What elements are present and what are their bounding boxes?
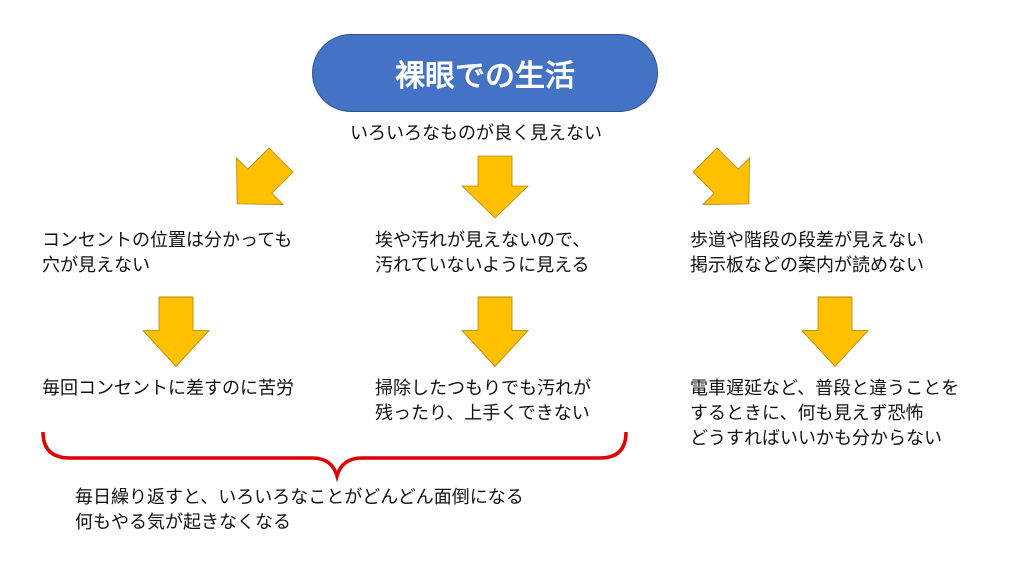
problem-1: コンセントの位置は分かっても穴が見えない: [42, 228, 292, 278]
text-line: 穴が見えない: [42, 255, 150, 276]
text-line: 毎日繰り返すと、いろいろなことがどんどん面倒になる: [75, 487, 524, 508]
arrow-down-right-icon: [681, 136, 773, 228]
problem-2: 埃や汚れが見えないので、汚れていないように見える: [375, 228, 590, 278]
text-line: コンセントの位置は分かっても: [42, 230, 293, 251]
text-line: するときに、何も見えず恐怖: [690, 403, 924, 424]
arrow-down-icon: [461, 155, 529, 219]
arrow-down-icon: [801, 296, 869, 367]
text-line: 汚れていないように見える: [375, 255, 590, 276]
text-line: 掲示板などの案内が読めない: [690, 255, 924, 276]
arrow-down-icon: [461, 296, 529, 367]
text-line: 埃や汚れが見えないので、: [375, 230, 591, 251]
text-line: 掃除したつもりでも汚れが: [375, 378, 591, 399]
arrow-down-icon: [142, 296, 210, 367]
text-line: 残ったり、上手くできない: [375, 403, 590, 424]
text-line: 何もやる気が起きなくなる: [75, 512, 291, 533]
arrow-down-left-icon: [213, 136, 305, 228]
title-pill: 裸眼での生活: [312, 34, 658, 112]
summary: 毎日繰り返すと、いろいろなことがどんどん面倒になる何もやる気が起きなくなる: [75, 485, 524, 535]
result-3: 電車遅延など、普段と違うことをするときに、何も見えず恐怖どうすればいいかも分から…: [690, 376, 959, 451]
result-2: 掃除したつもりでも汚れが残ったり、上手くできない: [375, 376, 591, 426]
text-line: 毎回コンセントに差すのに苦労: [42, 378, 294, 399]
result-1: 毎回コンセントに差すのに苦労: [42, 376, 294, 401]
subtitle: いろいろなものが良く見えない: [350, 123, 602, 144]
text-line: 歩道や階段の段差が見えない: [690, 230, 924, 251]
curly-bracket: [41, 431, 628, 483]
text-line: 電車遅延など、普段と違うことを: [690, 378, 960, 399]
text-line: どうすればいいかも分からない: [690, 428, 942, 449]
problem-3: 歩道や階段の段差が見えない掲示板などの案内が読めない: [690, 228, 924, 278]
title: 裸眼での生活: [395, 59, 575, 94]
